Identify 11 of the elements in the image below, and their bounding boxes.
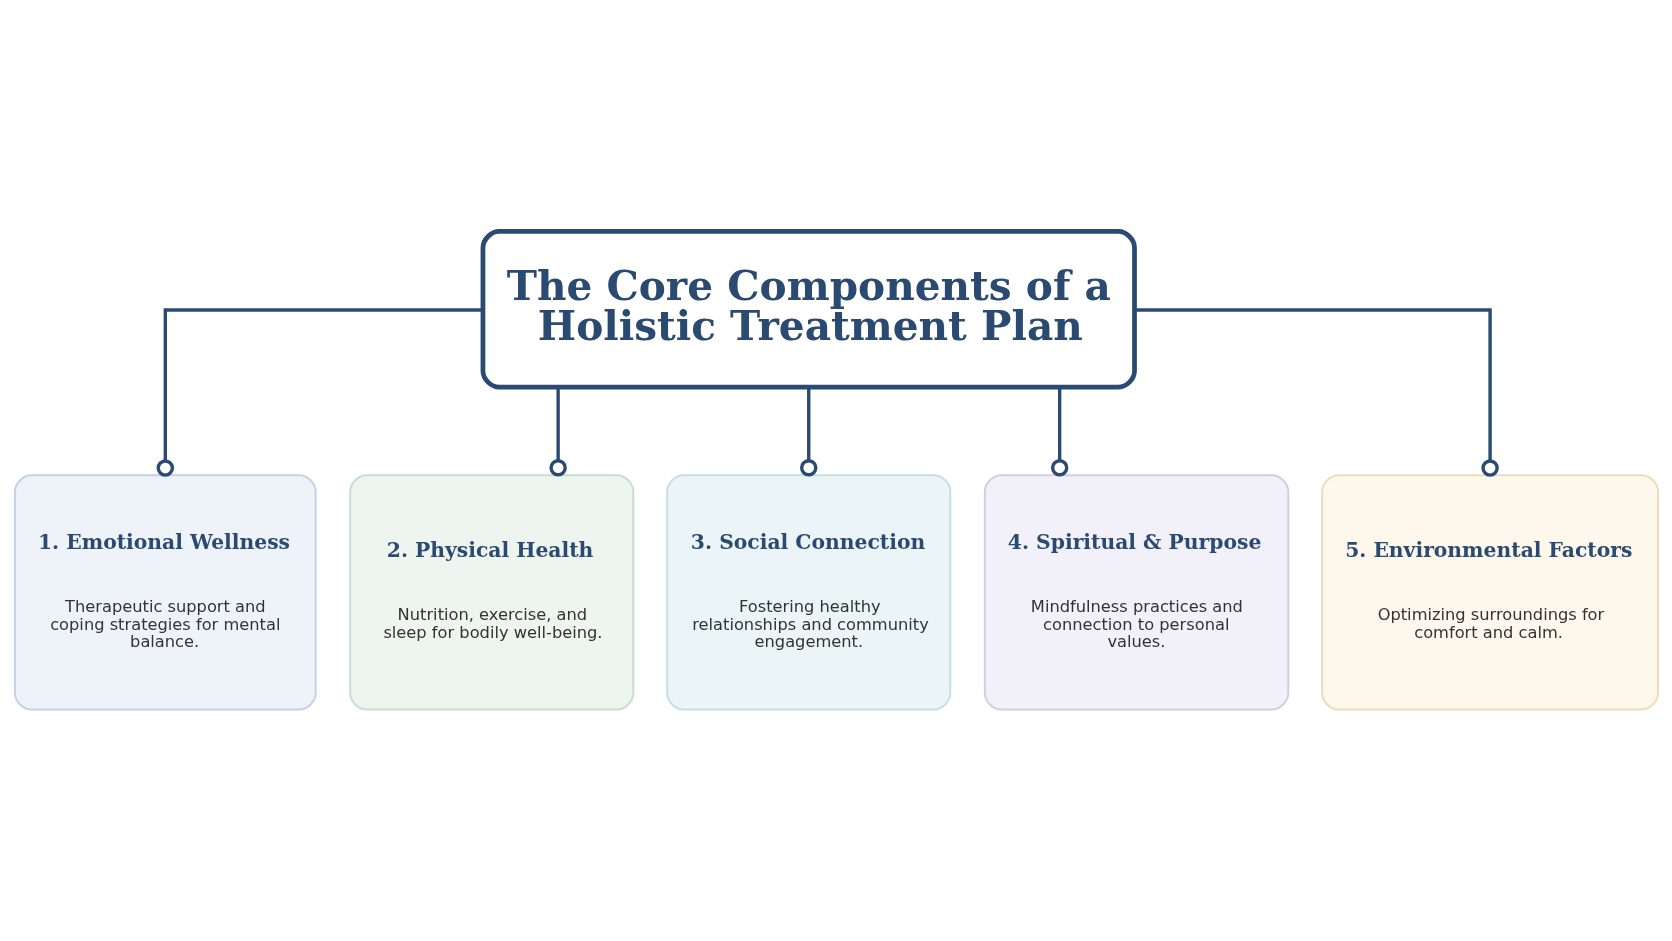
connector (799, 387, 817, 477)
connector (548, 387, 567, 477)
node-box: 4. Spiritual & Purpose Mindfulness practices and connection to personal values. (983, 474, 1289, 711)
node-box: 1. Emotional Wellness Therapeutic support and coping strategies for mental balance. (13, 474, 317, 711)
node-box: 3. Social Connection Fostering healthy relationships and community engagement. (665, 474, 951, 711)
node-box: 5. Environmental Factors Optimizing surroundings for comfort and calm. (1320, 474, 1659, 711)
connector (1134, 308, 1499, 477)
connector (156, 308, 483, 477)
connector (1050, 387, 1068, 477)
node-box: The Core Components of a Holistic Treatment Plan (480, 229, 1137, 390)
node-box: 2. Physical Health Nutrition, exercise, and sleep for bodily well-being. (348, 474, 634, 711)
